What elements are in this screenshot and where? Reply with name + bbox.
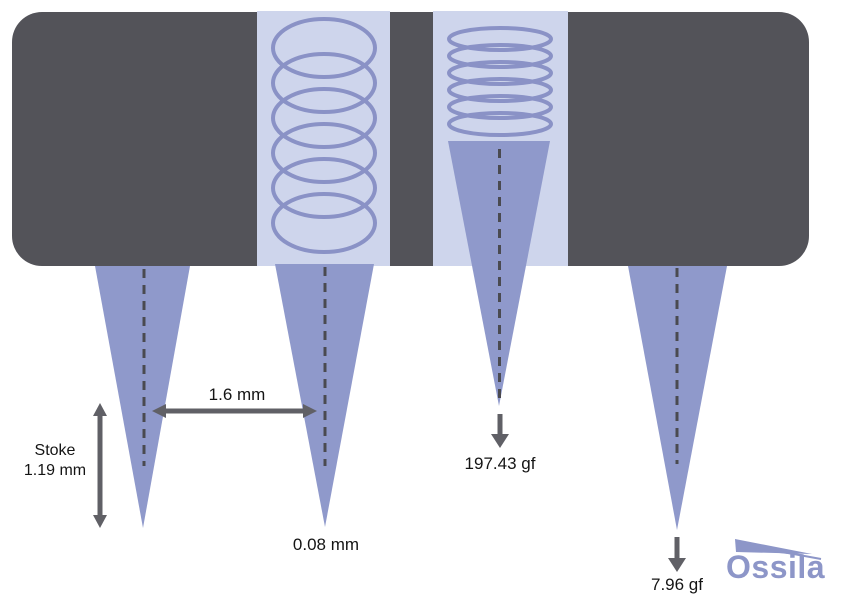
- spring-coil: [447, 77, 553, 103]
- left-arrowhead-icon: [152, 404, 166, 418]
- spring-coil: [271, 87, 377, 149]
- relaxed-spring: [271, 17, 377, 254]
- down-arrowhead-icon: [93, 515, 107, 528]
- compressed-spring: [447, 26, 553, 137]
- stroke-dimension-arrow: [93, 403, 107, 528]
- up-arrowhead-icon: [93, 403, 107, 416]
- initial-contact-force-label: 7.96 gf: [651, 575, 703, 594]
- full-depression-force-label: 197.43 gf: [464, 454, 536, 473]
- spacing-dimension-arrow: [152, 404, 317, 418]
- spring-coil: [271, 157, 377, 219]
- spring-coil: [447, 94, 553, 120]
- spring-coil: [447, 60, 553, 86]
- spring-coil: [271, 52, 377, 114]
- spring-coil: [271, 17, 377, 79]
- spring-coil: [271, 192, 377, 254]
- stroke-label: Stoke 1.19 mm: [5, 441, 105, 481]
- probe-3-depressed: [448, 141, 550, 406]
- ossila-swoosh-icon: [735, 539, 822, 560]
- spring-coil: [271, 122, 377, 184]
- stroke-label-line1: Stoke: [34, 442, 76, 459]
- probe-spacing-label: 1.6 mm: [208, 385, 266, 404]
- spring-coil: [447, 111, 553, 137]
- contact-force-down-arrow-icon: [668, 537, 686, 572]
- ossila-logo-wordmark: Ossila: [726, 549, 826, 585]
- spring-coil: [447, 43, 553, 69]
- tip-size-label: 0.08 mm: [292, 535, 360, 554]
- right-arrowhead-icon: [303, 404, 317, 418]
- probe-head-body: [12, 12, 809, 266]
- spring-coil: [447, 26, 553, 52]
- full-force-down-arrow-icon: [491, 414, 509, 448]
- stroke-label-line2: 1.19 mm: [23, 462, 87, 479]
